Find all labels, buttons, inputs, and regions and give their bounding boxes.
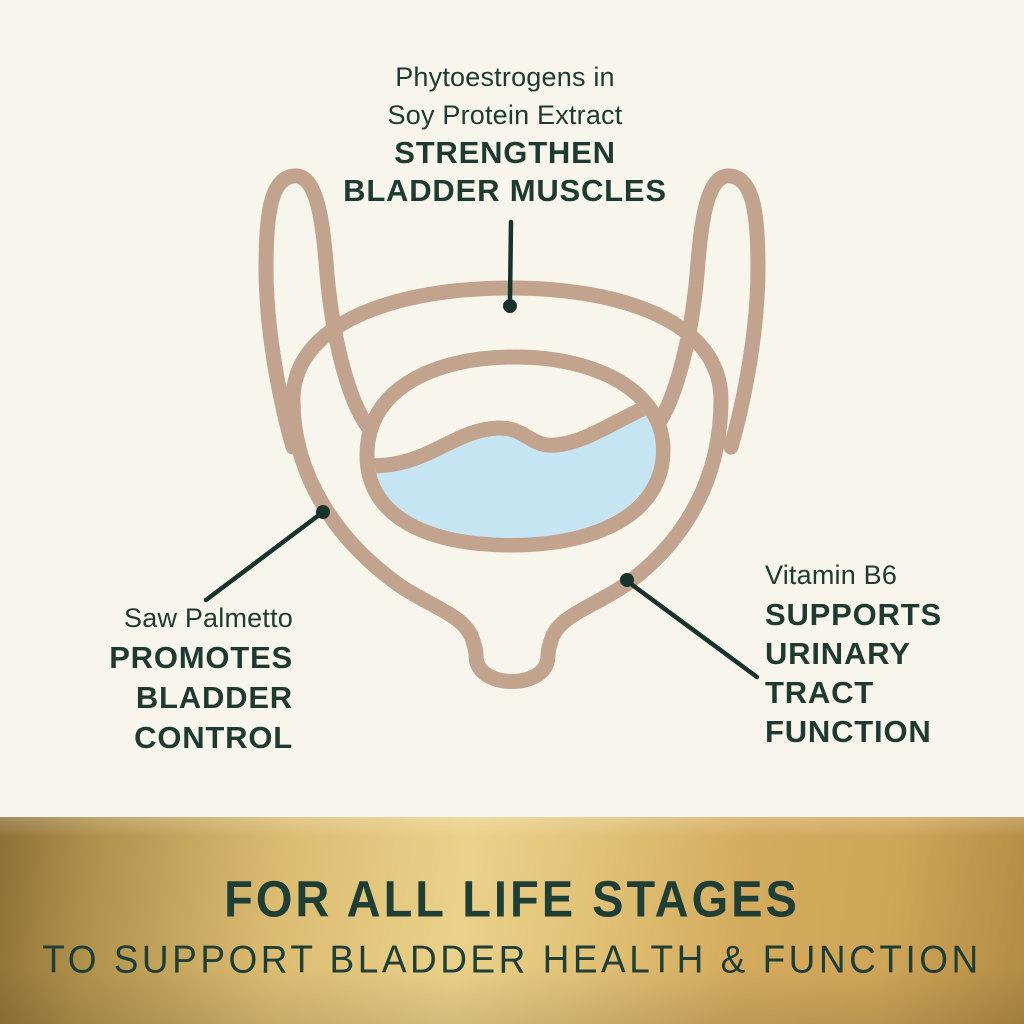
callout-phytoestrogens: Phytoestrogens in Soy Protein Extract ST… [343, 58, 667, 210]
bladder-outline [285, 280, 729, 689]
right-ureter [648, 168, 766, 455]
callout-bold-line: SUPPORTS [765, 597, 942, 632]
callout-lead-line: Phytoestrogens in [395, 62, 615, 92]
banner-subtitle: TO SUPPORT BLADDER HEALTH & FUNCTION [42, 938, 982, 982]
callout-saw-palmetto: Saw Palmetto PROMOTES BLADDER CONTROL [109, 598, 293, 758]
top-leader-dot [503, 299, 517, 313]
callout-bold-line: URINARY [765, 636, 911, 671]
callout-lead-line: Saw Palmetto [124, 603, 293, 633]
callout-bold-line: PROMOTES [109, 640, 293, 675]
callout-lead-line: Soy Protein Extract [387, 100, 623, 130]
callout-bold-line: STRENGTHEN [394, 135, 616, 170]
banner-title: FOR ALL LIFE STAGES [224, 870, 800, 928]
callout-bold-line: BLADDER MUSCLES [343, 173, 667, 208]
callout-bold-line: FUNCTION [765, 714, 932, 749]
callout-bold-line: TRACT [765, 675, 875, 710]
bladder-inner-wall [359, 349, 671, 553]
callout-lead-line: Vitamin B6 [765, 560, 898, 590]
left-leader-line [203, 512, 322, 603]
callout-bold-line: CONTROL [134, 720, 293, 755]
right-leader-line [628, 581, 760, 680]
callout-bold-line: BLADDER [135, 680, 293, 715]
top-leader-line [507, 219, 514, 302]
gold-banner: FOR ALL LIFE STAGES TO SUPPORT BLADDER H… [0, 817, 1024, 1024]
callout-vitamin-b6: Vitamin B6 SUPPORTS URINARY TRACT FUNCTI… [765, 556, 942, 751]
left-ureter [258, 168, 376, 455]
left-leader-dot [316, 505, 330, 519]
right-leader-dot [620, 573, 634, 587]
